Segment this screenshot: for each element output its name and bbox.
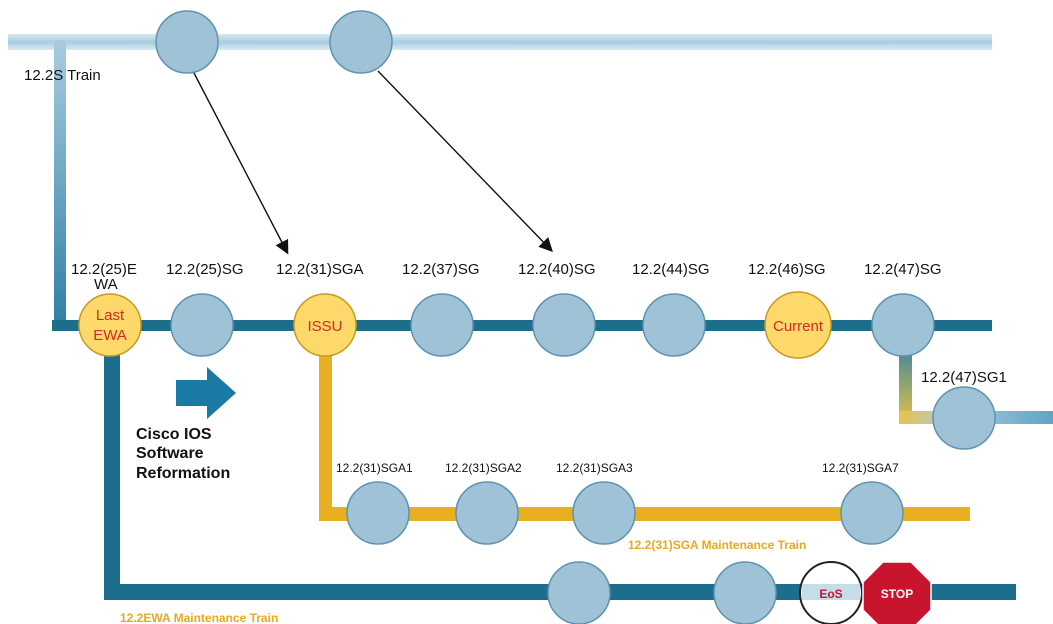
version-label-44sg: 12.2(44)SG [632,261,710,278]
node-25sg [170,293,234,357]
version-label-37sg: 12.2(37)SG [402,261,480,278]
version-label-31sga: 12.2(31)SGA [276,261,364,278]
s-train-label: 12.2S Train [24,67,101,84]
ewa-maint-node-1 [547,561,611,624]
ewa-drop-line [104,326,120,592]
stop-label: STOP [881,587,913,601]
sga1-version-label: 12.2(31)SGA1 [336,461,413,475]
current-node-label: Current [773,318,824,335]
sga3-version-label: 12.2(31)SGA3 [556,461,633,475]
sg1-version-label: 12.2(47)SG1 [921,369,1007,386]
s-train-line [8,34,992,50]
ewa-maint-node-2 [713,561,777,624]
sga1-node [346,481,410,545]
arrow-to-sga [193,72,289,255]
sga2-version-label: 12.2(31)SGA2 [445,461,522,475]
sga3-node [572,481,636,545]
s-train-node-2 [329,10,393,74]
s-train-drop-line [54,40,66,330]
sg1-node [932,386,996,450]
arrow-to-40sg [377,70,553,253]
reformation-arrow-icon [176,367,236,419]
eos-band [802,584,860,600]
reformation-text-line2: Software [136,445,204,462]
node-40sg [532,293,596,357]
node-47sg [871,293,935,357]
node-44sg [642,293,706,357]
sga7-node [840,481,904,545]
reformation-text-line3: Reformation [136,465,230,482]
issu-node [293,293,357,357]
sga7-version-label: 12.2(31)SGA7 [822,461,899,475]
version-label-40sg: 12.2(40)SG [518,261,596,278]
last-ewa-node-label-1: Last [96,307,125,324]
sg-main-line [52,320,992,331]
eos-label: EoS [819,587,842,601]
sg1-drop-line [899,338,912,424]
version-label-46sg: 12.2(46)SG [748,261,826,278]
sga2-node [455,481,519,545]
node-37sg [410,293,474,357]
last-ewa-node [78,293,142,357]
sga-drop-line [319,326,332,520]
sga-train-label: 12.2(31)SGA Maintenance Train [628,538,806,552]
current-node [764,291,832,359]
s-train-node-1 [155,10,219,74]
version-label-25sg: 12.2(25)SG [166,261,244,278]
ewa-version-label-top: 12.2(25)E [71,261,137,278]
last-ewa-node-label-2: EWA [93,327,127,344]
ewa-version-label-bottom: WA [94,276,118,293]
ewa-train-label: 12.2EWA Maintenance Train [120,611,278,624]
issu-node-label: ISSU [307,318,342,335]
reformation-text-line1: Cisco IOS [136,426,212,443]
stop-sign-icon [862,561,932,624]
version-label-47sg: 12.2(47)SG [864,261,942,278]
